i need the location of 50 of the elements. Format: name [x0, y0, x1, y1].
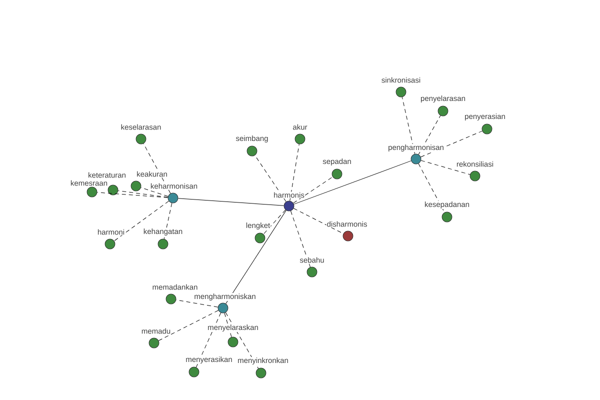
dashed-link: [114, 200, 170, 242]
dashed-link: [254, 155, 286, 202]
word-node: [342, 230, 354, 242]
dashed-link: [293, 208, 344, 234]
word-node: [158, 238, 168, 250]
dashed-link: [225, 312, 259, 369]
dashed-link: [290, 144, 300, 202]
word-node: [136, 134, 146, 144]
dashed-link: [176, 300, 218, 308]
word-node: [130, 180, 142, 192]
word-node: [148, 338, 160, 348]
dashed-link: [224, 312, 232, 338]
dashed-link: [140, 187, 168, 197]
word-node: [470, 170, 480, 182]
word-node: [254, 232, 266, 244]
word-node: [438, 106, 448, 116]
word-node: [108, 184, 118, 196]
word-node: [188, 366, 200, 378]
word-node: [228, 336, 238, 348]
dashed-link: [418, 115, 441, 155]
word-node: [396, 86, 406, 98]
dashed-link: [118, 190, 168, 198]
word-node: [256, 368, 266, 378]
word-node: [294, 134, 306, 144]
dashed-link: [263, 210, 286, 234]
dashed-link: [293, 176, 333, 204]
dashed-link: [418, 163, 445, 213]
word-node: [332, 168, 342, 180]
word-node: [284, 200, 294, 212]
word-node: [482, 124, 492, 134]
word-node: [218, 302, 228, 314]
dashed-link: [158, 310, 219, 341]
word-node: [104, 238, 116, 250]
dashed-link: [290, 210, 311, 268]
word-node: [306, 266, 318, 278]
dashed-link: [402, 96, 416, 154]
link-line: [178, 198, 284, 206]
word-node: [168, 192, 178, 204]
dashed-link: [420, 160, 470, 175]
word-node: [86, 186, 98, 198]
word-node: [166, 294, 176, 304]
link-line: [294, 160, 412, 204]
word-node: [442, 212, 452, 222]
dashed-link: [97, 192, 168, 198]
word-node: [246, 146, 258, 156]
word-node: [410, 154, 422, 164]
link-line: [226, 210, 286, 304]
dashed-link: [164, 202, 172, 240]
dashed-link: [196, 312, 222, 368]
dashed-link: [143, 143, 171, 194]
